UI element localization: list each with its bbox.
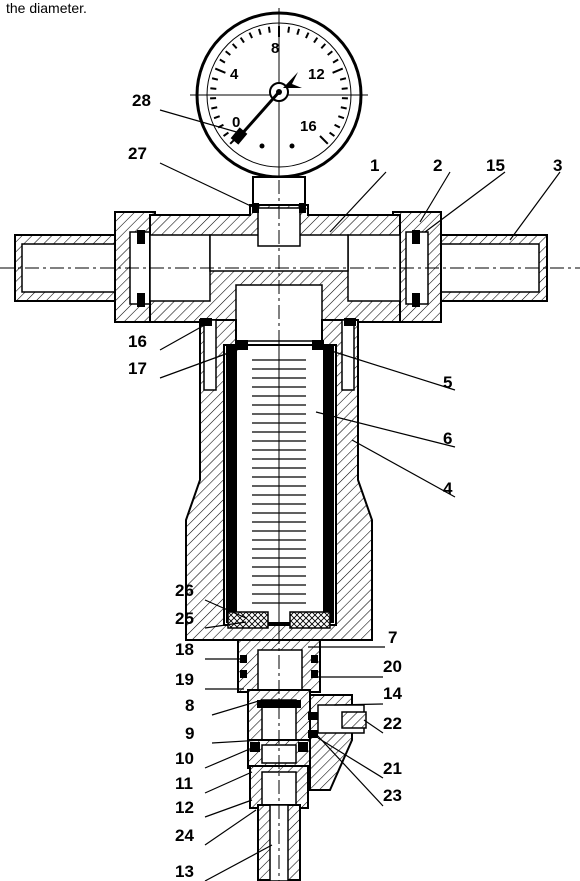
callout-13: 13 bbox=[175, 862, 194, 881]
gauge-tick bbox=[258, 28, 262, 36]
gauge-tick bbox=[340, 106, 347, 110]
drain-valve-assembly bbox=[237, 639, 367, 813]
callout-leader bbox=[315, 733, 384, 807]
callout-16: 16 bbox=[128, 332, 147, 351]
gauge-tick bbox=[319, 135, 329, 145]
callout-24: 24 bbox=[175, 826, 194, 845]
callout-leader bbox=[159, 109, 241, 134]
callout-25: 25 bbox=[175, 609, 194, 628]
gauge-tick-12: 12 bbox=[308, 66, 325, 83]
callout-5: 5 bbox=[443, 373, 452, 392]
callout-11: 11 bbox=[175, 774, 193, 793]
callout-leader bbox=[204, 621, 247, 629]
gauge-tick bbox=[225, 50, 231, 56]
gauge-tick bbox=[339, 77, 347, 81]
gauge-tick bbox=[341, 87, 348, 90]
callout-20: 20 bbox=[383, 657, 402, 676]
gauge-tick bbox=[219, 58, 226, 64]
callout-10: 10 bbox=[175, 749, 194, 768]
gauge-tick bbox=[267, 26, 271, 33]
callout-leader-lines bbox=[159, 109, 561, 881]
filter-head-body bbox=[149, 203, 401, 342]
gauge-tick bbox=[222, 131, 229, 137]
callout-leader bbox=[317, 737, 384, 779]
callout-leader bbox=[509, 171, 561, 241]
callout-6: 6 bbox=[443, 429, 452, 448]
callout-27: 27 bbox=[128, 144, 147, 163]
gauge-tick bbox=[210, 87, 217, 90]
pressure-gauge: 8 4 12 0 16 bbox=[190, 8, 368, 206]
callout-28: 28 bbox=[132, 91, 151, 110]
callout-leader bbox=[159, 162, 256, 209]
callout-14: 14 bbox=[383, 684, 402, 703]
callout-leader bbox=[204, 747, 253, 769]
callout-7: 7 bbox=[388, 628, 397, 647]
callout-leader bbox=[204, 799, 253, 818]
callout-leader bbox=[329, 171, 387, 233]
gauge-tick bbox=[334, 123, 341, 129]
callout-leader bbox=[159, 347, 243, 379]
gauge-tick bbox=[248, 32, 253, 39]
gauge-tick bbox=[332, 67, 344, 74]
gauge-tick bbox=[320, 43, 327, 49]
callout-leader bbox=[204, 771, 253, 794]
center-lines bbox=[0, 180, 580, 881]
callout-19: 19 bbox=[175, 670, 194, 689]
gauge-tick-4: 4 bbox=[230, 66, 239, 83]
callout-17: 17 bbox=[128, 359, 147, 378]
callout-3: 3 bbox=[553, 156, 562, 175]
gauge-tick bbox=[296, 28, 300, 36]
callout-leader bbox=[419, 171, 451, 223]
callout-leader bbox=[211, 699, 263, 716]
gauge-tick bbox=[313, 37, 319, 44]
callout-leader bbox=[204, 809, 257, 846]
gauge-tick-0: 0 bbox=[232, 114, 240, 131]
callout-22: 22 bbox=[383, 714, 402, 733]
callout-leader bbox=[204, 599, 247, 619]
callout-labels: 28 27 1 2 15 3 16 17 5 6 4 26 25 7 18 20… bbox=[128, 91, 562, 881]
callout-15: 15 bbox=[486, 156, 505, 175]
gauge-tick bbox=[329, 131, 336, 137]
gauge-tick-16: 16 bbox=[300, 118, 317, 135]
callout-leader bbox=[211, 739, 263, 744]
gauge-needle-tail bbox=[283, 72, 302, 88]
caption-fragment: the diameter. bbox=[6, 0, 87, 16]
bottom-seal-discs bbox=[227, 611, 331, 629]
callout-leader bbox=[351, 439, 456, 498]
callout-12: 12 bbox=[175, 798, 194, 817]
callout-4: 4 bbox=[443, 479, 453, 498]
gauge-tick bbox=[337, 115, 345, 120]
callout-21: 21 bbox=[383, 759, 402, 778]
gauge-tick bbox=[327, 50, 333, 56]
gauge-tick bbox=[213, 115, 221, 120]
gauge-tick bbox=[332, 58, 339, 64]
filter-mesh-cartridge bbox=[226, 340, 334, 630]
gauge-tick bbox=[214, 67, 226, 74]
callout-9: 9 bbox=[185, 724, 194, 743]
callout-leader bbox=[424, 171, 506, 233]
callout-leader bbox=[315, 411, 456, 448]
filter-bowl bbox=[185, 318, 373, 641]
gauge-tick-marks bbox=[210, 26, 348, 145]
callout-8: 8 bbox=[185, 696, 194, 715]
gauge-tick bbox=[305, 32, 310, 39]
gauge-tick bbox=[211, 106, 218, 110]
callout-23: 23 bbox=[383, 786, 402, 805]
callout-2: 2 bbox=[433, 156, 442, 175]
callout-leader bbox=[333, 703, 384, 706]
gauge-tick-8: 8 bbox=[271, 40, 279, 57]
gauge-tick bbox=[231, 43, 238, 49]
gauge-tick bbox=[211, 77, 219, 81]
callout-leader bbox=[204, 844, 273, 881]
callout-leader bbox=[363, 719, 384, 734]
gauge-tick bbox=[287, 26, 291, 33]
callout-1: 1 bbox=[370, 156, 379, 175]
callout-18: 18 bbox=[175, 640, 194, 659]
callout-leader bbox=[321, 347, 456, 391]
callout-leader bbox=[159, 321, 211, 351]
gauge-tick bbox=[239, 37, 245, 44]
callout-26: 26 bbox=[175, 581, 194, 600]
